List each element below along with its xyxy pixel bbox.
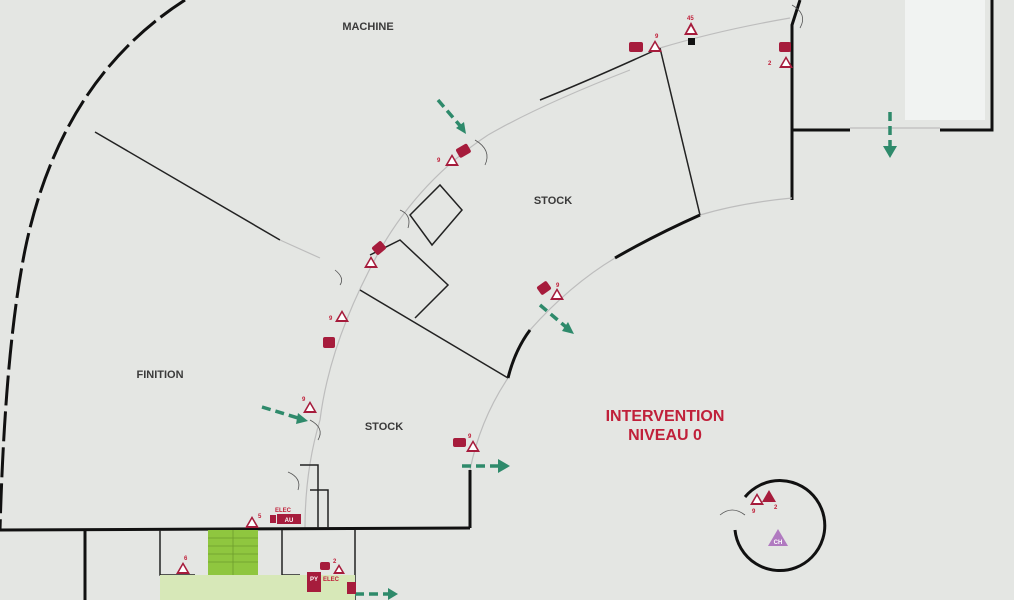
number-9-lower-left: 9 bbox=[302, 397, 306, 403]
number-9-circle: 9 bbox=[752, 509, 756, 515]
top-door bbox=[791, 4, 804, 29]
hydrant-45 bbox=[684, 22, 698, 45]
number-2-circle: 2 bbox=[774, 505, 778, 511]
radial-wall-machine-window bbox=[279, 239, 321, 259]
door-lower bbox=[309, 419, 321, 441]
au-label: AU bbox=[285, 518, 294, 524]
stock-upper-outer-arc-1 bbox=[487, 69, 631, 136]
number-6: 6 bbox=[184, 556, 188, 562]
door-left bbox=[399, 209, 410, 229]
room-label-machine: MACHINE bbox=[342, 21, 393, 33]
stock-inner-arc-window bbox=[699, 197, 793, 216]
stock-inner-arc-window-3 bbox=[469, 377, 509, 471]
door-mid bbox=[334, 269, 343, 286]
stair-core bbox=[409, 183, 463, 247]
radial-wall-middle bbox=[359, 289, 509, 379]
stock-upper-outer-arc-wall bbox=[539, 47, 661, 101]
exit-arrow-lower bbox=[462, 459, 510, 473]
extinguisher-door bbox=[445, 143, 471, 166]
bottom-room-1 bbox=[159, 530, 195, 576]
corridor-floor bbox=[160, 575, 355, 600]
elec-small-box bbox=[347, 582, 356, 594]
circle-room bbox=[733, 479, 827, 573]
number-9-top: 9 bbox=[655, 34, 659, 40]
room-label-stock-lower: STOCK bbox=[365, 421, 403, 433]
py-label: PY bbox=[310, 577, 318, 583]
extinguisher-lower bbox=[453, 438, 480, 452]
number-2-lower: 2 bbox=[333, 559, 337, 565]
extinguisher-lower-left bbox=[303, 401, 317, 413]
stock-inner-arc-window-2 bbox=[529, 257, 616, 331]
elec-square bbox=[270, 515, 276, 523]
elec-label-upper: ELEC bbox=[275, 508, 292, 514]
extinguisher-stock bbox=[537, 281, 564, 300]
hydrant-ch bbox=[768, 529, 788, 546]
number-45: 45 bbox=[687, 16, 694, 22]
bottom-room-4 bbox=[300, 464, 319, 528]
number-9-door: 9 bbox=[437, 158, 441, 164]
radial-wall-machine bbox=[94, 131, 281, 241]
bottom-wall bbox=[0, 526, 471, 532]
number-2-right: 2 bbox=[768, 61, 772, 67]
glare-highlight bbox=[905, 0, 985, 120]
stock-upper-outer-arc-2 bbox=[659, 17, 791, 49]
extinguisher-top bbox=[629, 40, 662, 52]
exit-arrow-mid bbox=[538, 303, 574, 334]
exit-arrow-top-right bbox=[883, 112, 897, 158]
exit-arrow-bottom bbox=[355, 588, 398, 600]
number-9-mid: 9 bbox=[556, 283, 560, 289]
extinguisher-mid bbox=[364, 241, 386, 268]
extinguisher-circle bbox=[750, 490, 776, 505]
extinguisher-left bbox=[323, 310, 349, 348]
elec-label-lower: ELEC bbox=[323, 577, 340, 583]
plan-title-line2: NIVEAU 0 bbox=[628, 427, 702, 444]
right-building-wall bbox=[940, 0, 994, 132]
py-box bbox=[307, 572, 321, 592]
top-right-wall bbox=[790, 0, 802, 200]
exit-arrow-left bbox=[261, 405, 308, 424]
door-bottom bbox=[287, 471, 300, 491]
room-label-finition: FINITION bbox=[136, 369, 183, 381]
number-9-left: 9 bbox=[329, 316, 333, 322]
ch-label: CH bbox=[774, 540, 783, 546]
extinguisher-2-lower bbox=[320, 562, 345, 574]
door-circle bbox=[719, 509, 746, 516]
outer-curved-wall bbox=[0, 0, 186, 531]
extinguisher-5 bbox=[245, 516, 259, 528]
number-5: 5 bbox=[258, 514, 262, 520]
stairs-steps bbox=[208, 530, 258, 575]
number-9-lower: 9 bbox=[468, 434, 472, 440]
bottom-room-2 bbox=[281, 530, 300, 576]
radial-wall-upper bbox=[659, 47, 701, 216]
room-label-stock-upper: STOCK bbox=[534, 195, 572, 207]
plan-title-line1: INTERVENTION bbox=[606, 408, 725, 425]
inner-left-arc bbox=[304, 134, 489, 529]
stock-inner-arc-wall-2 bbox=[506, 329, 532, 379]
extinguisher-6 bbox=[176, 562, 190, 574]
exit-arrow-upper bbox=[436, 98, 466, 134]
extinguisher-right bbox=[779, 42, 793, 68]
bottom-room-5 bbox=[310, 489, 329, 528]
au-box bbox=[277, 514, 301, 524]
door-upper bbox=[474, 139, 488, 166]
stock-inner-arc-wall bbox=[614, 213, 701, 260]
